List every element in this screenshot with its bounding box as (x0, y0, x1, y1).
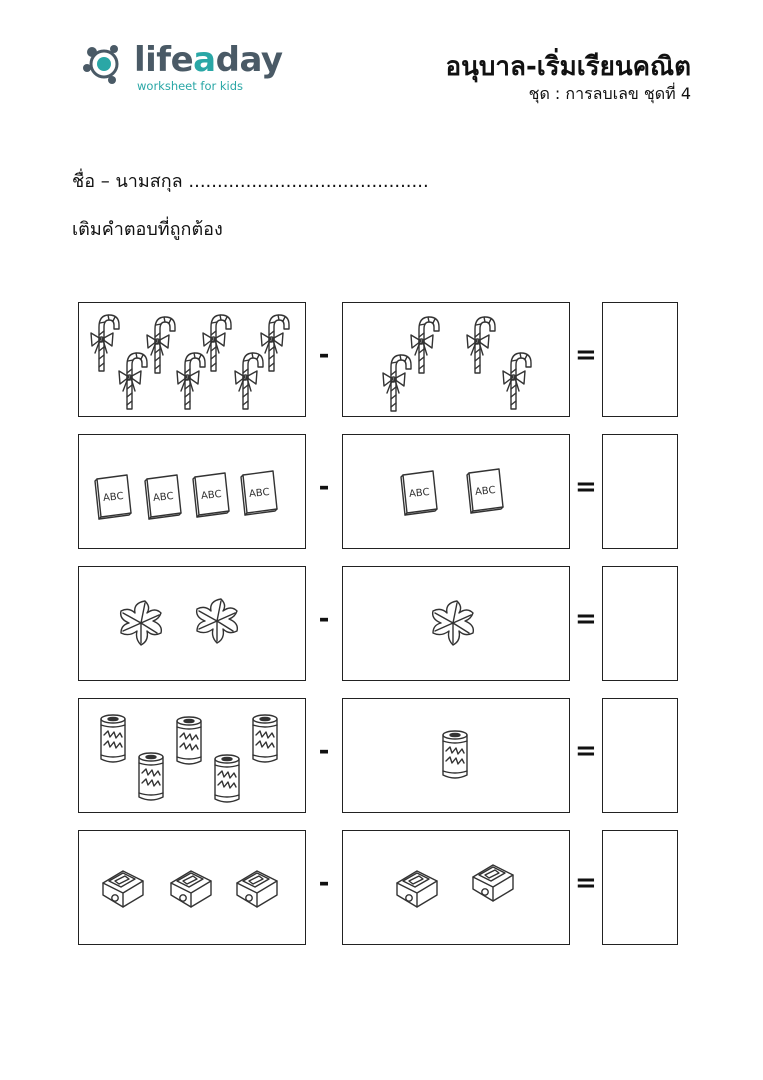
abc-book-icon: ABC (466, 468, 504, 514)
candy-cane-icon (260, 314, 290, 372)
candy-cane-icon (382, 354, 412, 412)
leaf-icon (119, 600, 163, 646)
subtrahend-picture-box (342, 302, 570, 417)
svg-text:ABC: ABC (475, 485, 497, 498)
pencil-sharpener-icon (102, 870, 144, 908)
answer-box[interactable] (602, 302, 678, 417)
problem-row: - = (78, 698, 678, 813)
abc-book-icon: ABC (94, 474, 132, 520)
logo-tagline: worksheet for kids (137, 79, 244, 93)
answer-box[interactable] (602, 830, 678, 945)
minus-sign: - (318, 736, 330, 766)
lifeaday-logo: lifeaday worksheet for kids (82, 38, 283, 98)
soda-can-icon (138, 752, 164, 801)
svg-text:ABC: ABC (409, 487, 431, 500)
abc-book-icon: ABC (192, 472, 230, 518)
logo-wordmark: lifeaday (134, 40, 283, 80)
candy-cane-icon (90, 314, 120, 372)
subtrahend-picture-box (342, 698, 570, 813)
svg-text:ABC: ABC (201, 489, 223, 502)
equals-sign: = (575, 604, 597, 634)
minus-sign: - (318, 340, 330, 370)
minuend-picture-box (78, 566, 306, 681)
soda-can-icon (176, 716, 202, 765)
answer-box[interactable] (602, 698, 678, 813)
minus-sign: - (318, 868, 330, 898)
pencil-sharpener-icon (170, 870, 212, 908)
worksheet-title: อนุบาล-เริ่มเรียนคณิต (445, 52, 691, 82)
abc-book-icon: ABC (240, 470, 278, 516)
minus-sign: - (318, 472, 330, 502)
problem-row: ABC ABC ABC ABC - ABC (78, 434, 678, 549)
instruction-text: เติมคำตอบที่ถูกต้อง (72, 219, 223, 240)
soda-can-icon (214, 754, 240, 803)
equals-sign: = (575, 736, 597, 766)
candy-cane-icon (146, 316, 176, 374)
candy-cane-icon (176, 352, 206, 410)
soda-can-icon (100, 714, 126, 763)
subtrahend-picture-box (342, 566, 570, 681)
equals-sign: = (575, 472, 597, 502)
name-field-label: ชื่อ – นามสกุล .........................… (72, 171, 429, 192)
svg-text:ABC: ABC (153, 491, 175, 504)
minuend-picture-box (78, 698, 306, 813)
pencil-sharpener-icon (396, 870, 438, 908)
problem-row: - = (78, 302, 678, 417)
answer-box[interactable] (602, 434, 678, 549)
svg-text:ABC: ABC (103, 491, 125, 504)
equals-sign: = (575, 340, 597, 370)
minus-sign: - (318, 604, 330, 634)
candy-cane-icon (118, 352, 148, 410)
equals-sign: = (575, 868, 597, 898)
candy-cane-icon (234, 352, 264, 410)
minuend-picture-box: ABC ABC ABC ABC (78, 434, 306, 549)
svg-text:ABC: ABC (249, 487, 271, 500)
candy-cane-icon (466, 316, 496, 374)
pencil-sharpener-icon (472, 864, 514, 902)
leaf-icon (195, 598, 239, 644)
logo-molecule-icon (83, 45, 119, 84)
leaf-icon (431, 600, 475, 646)
abc-book-icon: ABC (400, 470, 438, 516)
worksheet-subtitle: ชุด : การลบเลข ชุดที่ 4 (528, 84, 691, 103)
abc-book-icon: ABC (144, 474, 182, 520)
subtrahend-picture-box (342, 830, 570, 945)
candy-cane-icon (502, 352, 532, 410)
problem-list: - = (78, 302, 678, 962)
minuend-picture-box (78, 830, 306, 945)
problem-row: - = (78, 830, 678, 945)
soda-can-icon (442, 730, 468, 779)
subtrahend-picture-box: ABC ABC (342, 434, 570, 549)
pencil-sharpener-icon (236, 870, 278, 908)
soda-can-icon (252, 714, 278, 763)
answer-box[interactable] (602, 566, 678, 681)
problem-row: - = (78, 566, 678, 681)
candy-cane-icon (202, 314, 232, 372)
minuend-picture-box (78, 302, 306, 417)
candy-cane-icon (410, 316, 440, 374)
